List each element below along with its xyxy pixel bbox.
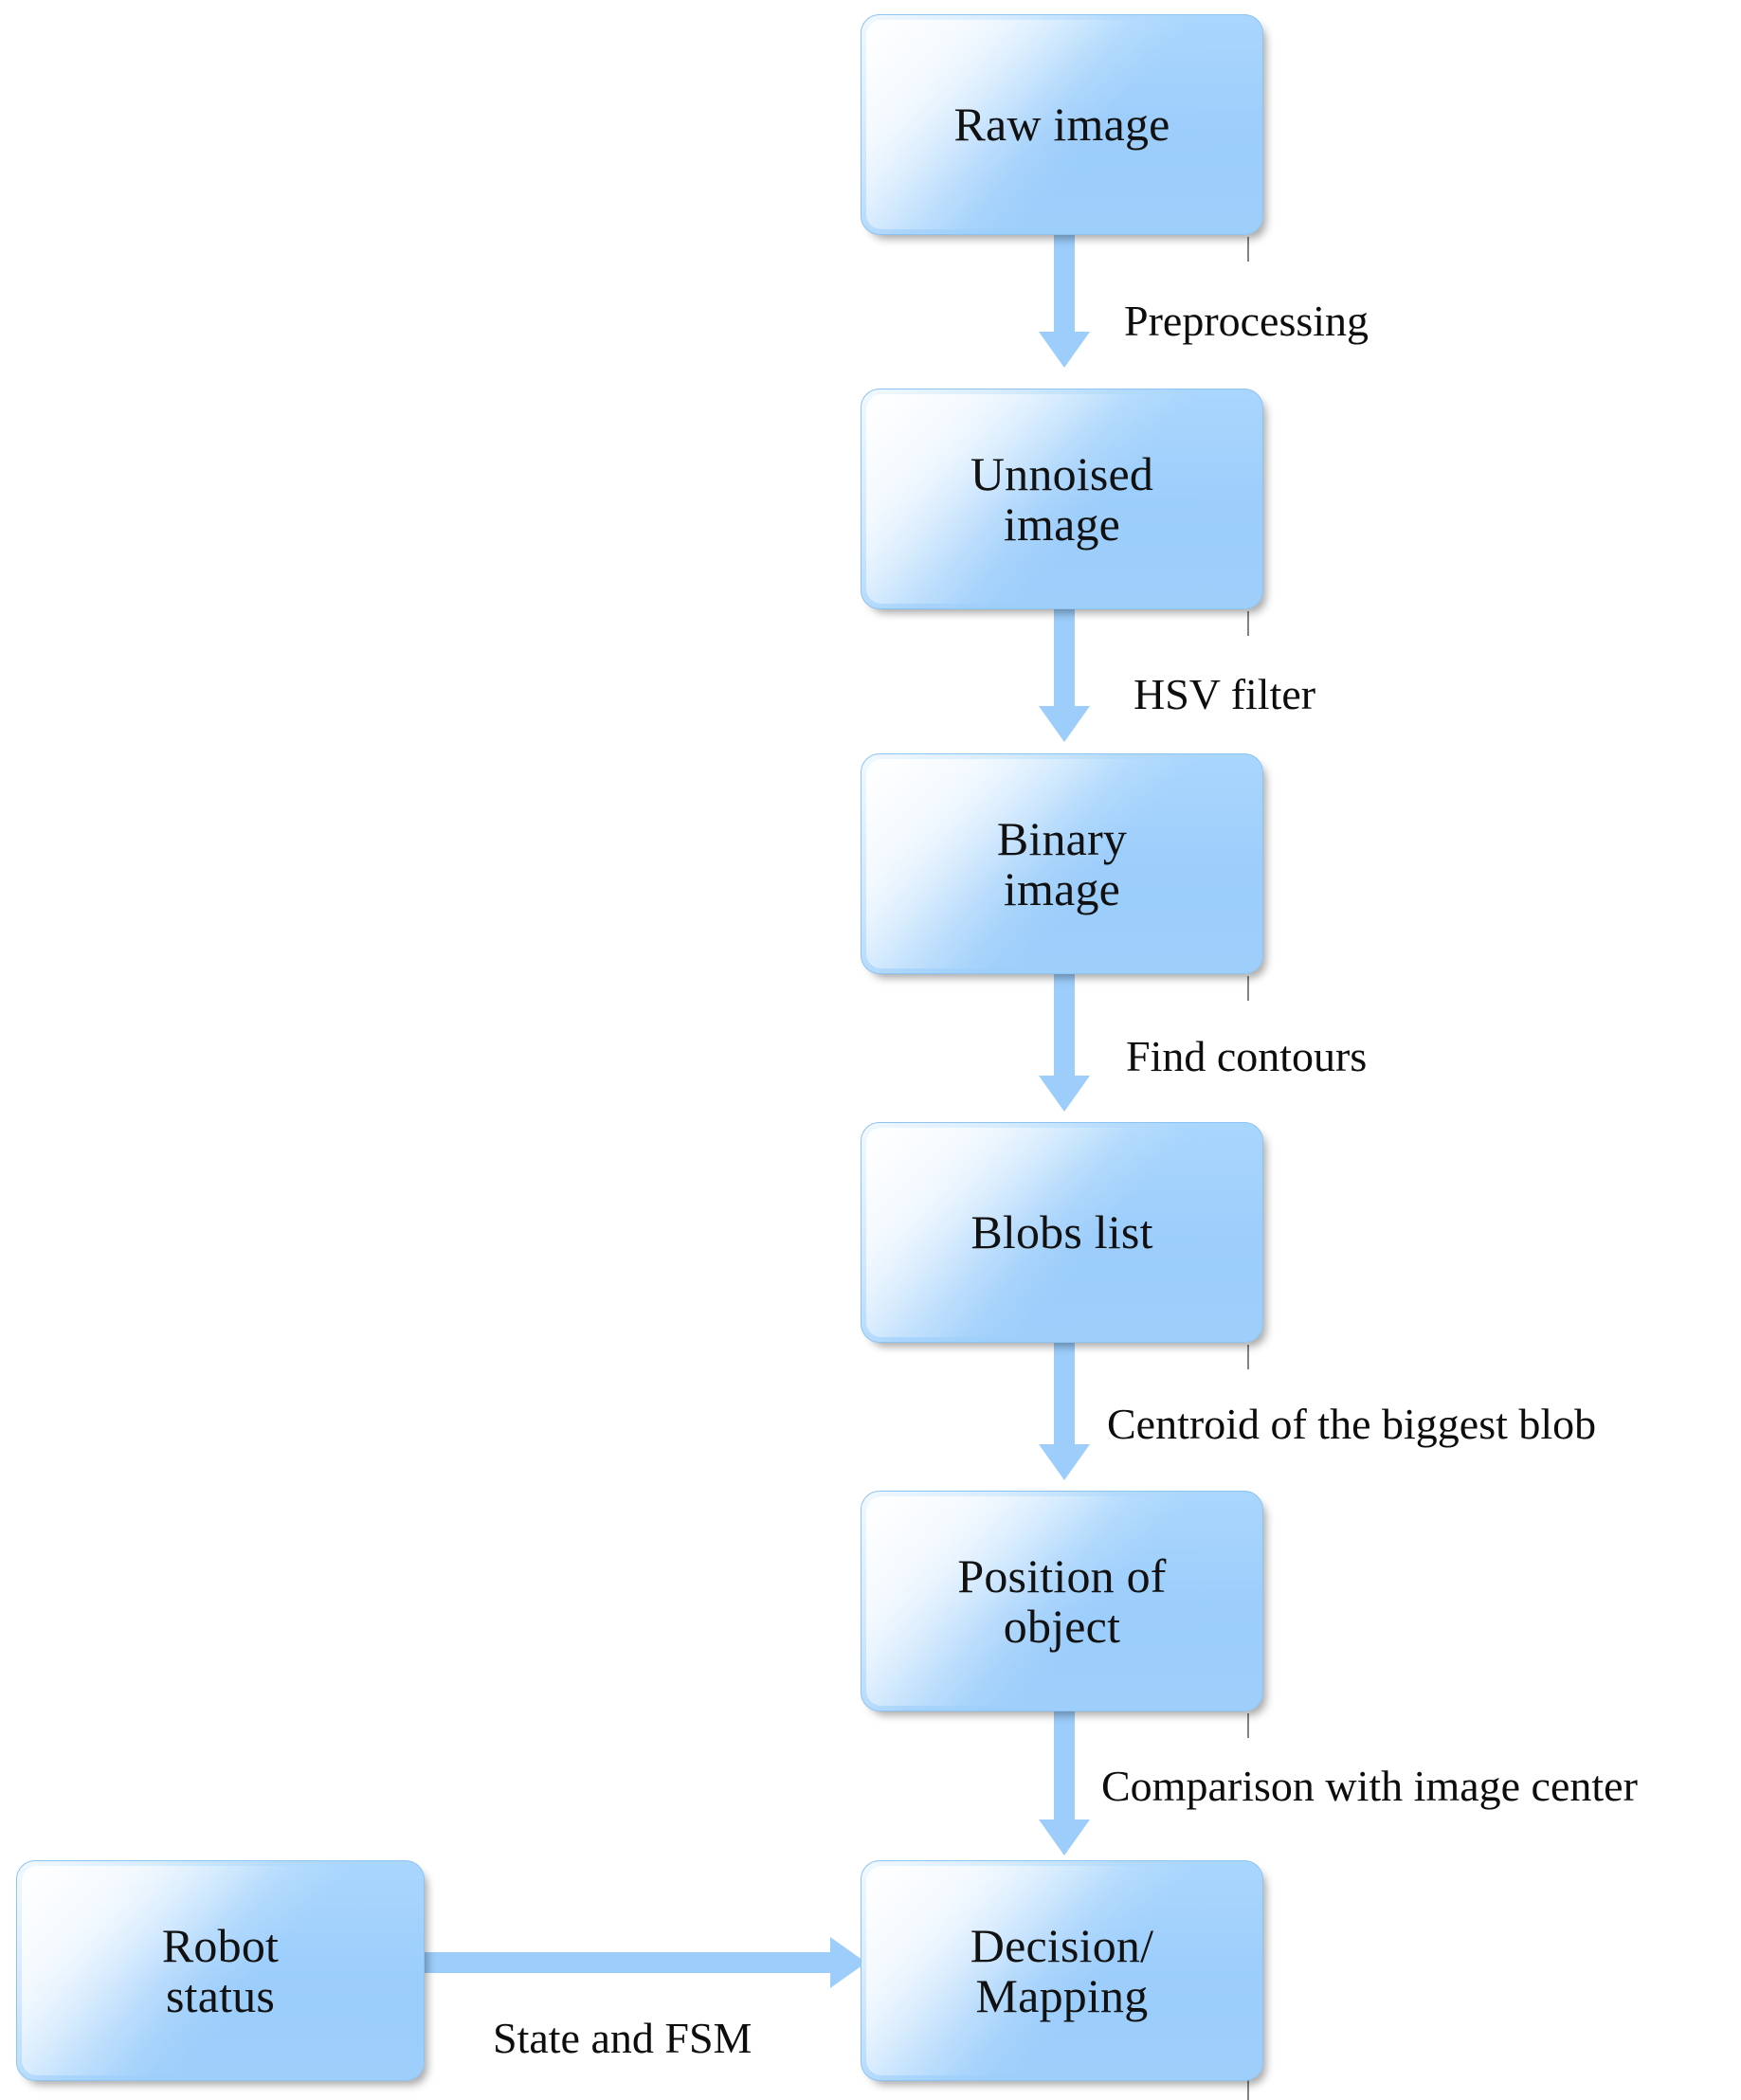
edge-label-hsv-filter: HSV filter	[1133, 670, 1316, 718]
edge-label-comparison-image-center: Comparison with image center	[1101, 1762, 1638, 1810]
arrow-head	[830, 1937, 866, 1988]
node-raw-image-label: Raw image	[953, 98, 1170, 151]
node-blobs-list[interactable]: Blobs list	[861, 1122, 1263, 1343]
node-binary-image-label: Binary image	[996, 811, 1128, 915]
node-binary-image-tick	[1247, 976, 1249, 1001]
arrow-head	[1039, 332, 1090, 368]
node-blobs-list-label: Blobs list	[970, 1205, 1153, 1258]
node-position-of-object-tick	[1247, 1713, 1249, 1738]
node-decision-mapping[interactable]: Decision/ Mapping	[861, 1860, 1263, 2081]
node-decision-mapping-label: Decision/ Mapping	[970, 1918, 1154, 2022]
node-unnoised-image-label: Unnoised image	[970, 446, 1154, 551]
edge-label-state-and-fsm: State and FSM	[493, 2014, 753, 2062]
node-position-of-object[interactable]: Position of object	[861, 1491, 1263, 1711]
node-position-of-object-label: Position of object	[957, 1548, 1167, 1653]
node-binary-image[interactable]: Binary image	[861, 753, 1263, 974]
node-decision-mapping-tick	[1247, 2075, 1249, 2100]
node-raw-image-tick	[1247, 237, 1249, 262]
arrow-unnoised-to-binary	[1039, 609, 1090, 742]
arrow-shaft	[1054, 609, 1075, 706]
edge-label-centroid-biggest-blob: Centroid of the biggest blob	[1107, 1400, 1597, 1448]
node-robot-status[interactable]: Robot status	[16, 1860, 425, 2081]
arrow-head	[1039, 1076, 1090, 1112]
arrow-head	[1039, 1444, 1090, 1480]
arrow-shaft	[1054, 1343, 1075, 1444]
arrow-head	[1039, 1819, 1090, 1856]
arrow-shaft	[421, 1952, 830, 1973]
node-blobs-list-tick	[1247, 1345, 1249, 1369]
arrow-head	[1039, 706, 1090, 742]
edge-label-preprocessing: Preprocessing	[1124, 297, 1369, 345]
arrow-position-to-decision	[1039, 1711, 1090, 1856]
arrow-raw-to-unnoised	[1039, 235, 1090, 368]
node-robot-status-label: Robot status	[161, 1918, 280, 2022]
node-raw-image[interactable]: Raw image	[861, 14, 1263, 235]
arrow-shaft	[1054, 235, 1075, 332]
arrow-blobs-to-position	[1039, 1343, 1090, 1480]
arrow-shaft	[1054, 974, 1075, 1076]
arrow-shaft	[1054, 1711, 1075, 1819]
node-unnoised-image[interactable]: Unnoised image	[861, 389, 1263, 609]
arrow-binary-to-blobs	[1039, 974, 1090, 1112]
node-unnoised-image-tick	[1247, 611, 1249, 636]
edge-label-find-contours: Find contours	[1126, 1032, 1368, 1080]
arrow-robot-status-to-decision	[421, 1937, 866, 1988]
